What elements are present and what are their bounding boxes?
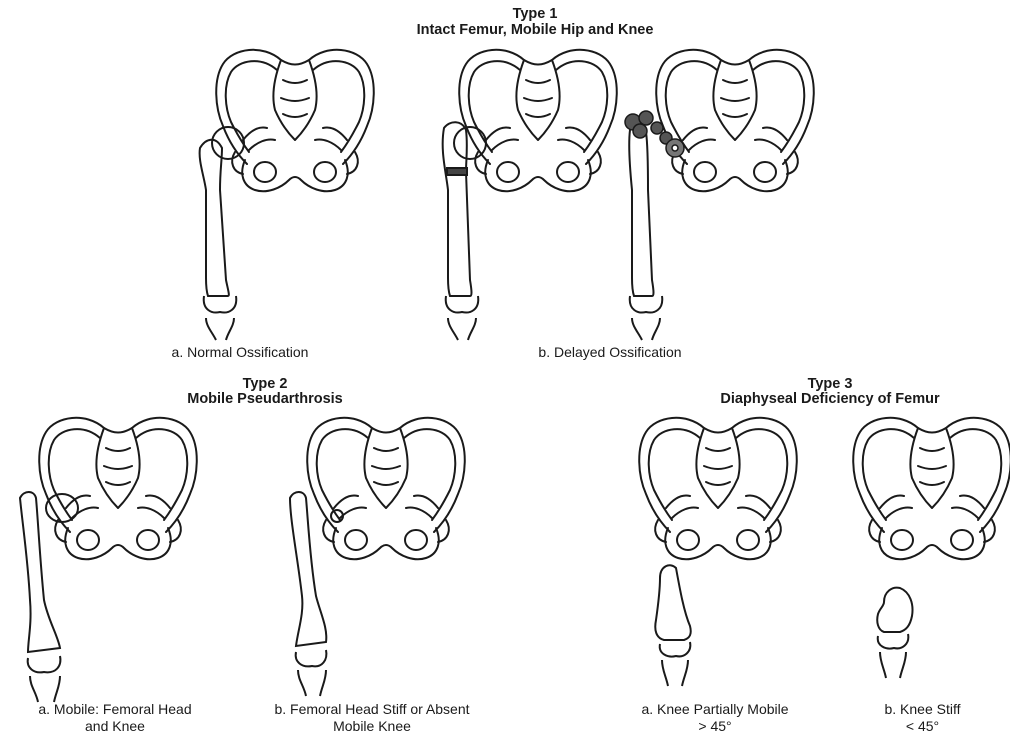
femur-1b-2 [629, 126, 662, 340]
figure-2a [20, 418, 197, 702]
type3-caption-b-line1: b. Knee Stiff [840, 702, 1005, 717]
type1-subheading: Intact Femur, Mobile Hip and Knee [300, 23, 770, 38]
figure-1a [200, 50, 374, 340]
femur-2b [290, 492, 343, 696]
femur-1b [443, 122, 486, 340]
figure-2b [290, 418, 465, 696]
pelvis-2a [39, 418, 197, 559]
type3-caption-a-line1: a. Knee Partially Mobile [595, 702, 835, 717]
type1-caption-a: a. Normal Ossification [120, 345, 360, 360]
ossification-cluster [625, 111, 684, 157]
type3-caption-b-line2: < 45° [840, 719, 1005, 734]
type1-heading: Type 1 [360, 7, 710, 22]
type2-caption-a-line2: and Knee [0, 719, 230, 734]
figure-3b [853, 418, 1010, 678]
pelvis-1b-2 [656, 50, 814, 191]
type3-caption-a-line2: > 45° [595, 719, 835, 734]
pelvis-3b [853, 418, 1010, 559]
femur-3b [877, 588, 912, 678]
figure-1b [443, 50, 617, 340]
pelvis-1a [216, 50, 374, 191]
type1-caption-b: b. Delayed Ossification [470, 345, 750, 360]
femur-3a [655, 565, 690, 686]
type3-heading: Type 3 [700, 377, 960, 392]
type3-subheading: Diaphyseal Deficiency of Femur [680, 392, 980, 407]
type2-subheading: Mobile Pseudarthrosis [130, 392, 400, 407]
type2-caption-a-line1: a. Mobile: Femoral Head [0, 702, 230, 717]
femur-2a [20, 492, 78, 702]
femur-1a [200, 127, 244, 340]
type2-caption-b-line1: b. Femoral Head Stiff or Absent [232, 702, 512, 717]
figure-1b-ossifying [625, 50, 814, 340]
pelvis-3a [639, 418, 797, 559]
pelvis-1b [459, 50, 617, 191]
type2-caption-b-line2: Mobile Knee [232, 719, 512, 734]
type2-heading: Type 2 [150, 377, 380, 392]
figure-3a [639, 418, 797, 686]
pelvis-2b [307, 418, 465, 559]
